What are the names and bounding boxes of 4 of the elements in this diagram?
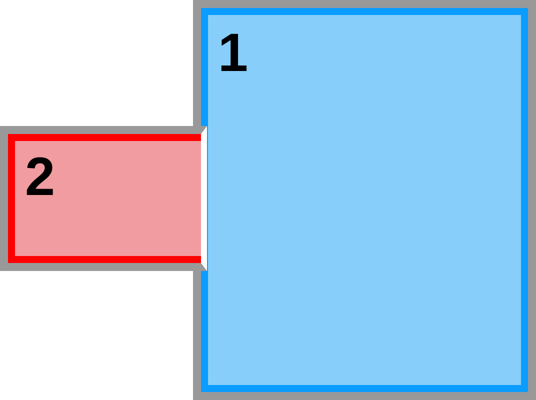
side-box xyxy=(0,126,207,271)
box-number: 1 xyxy=(218,26,248,80)
main-box xyxy=(193,0,536,400)
box-number: 2 xyxy=(25,150,56,204)
